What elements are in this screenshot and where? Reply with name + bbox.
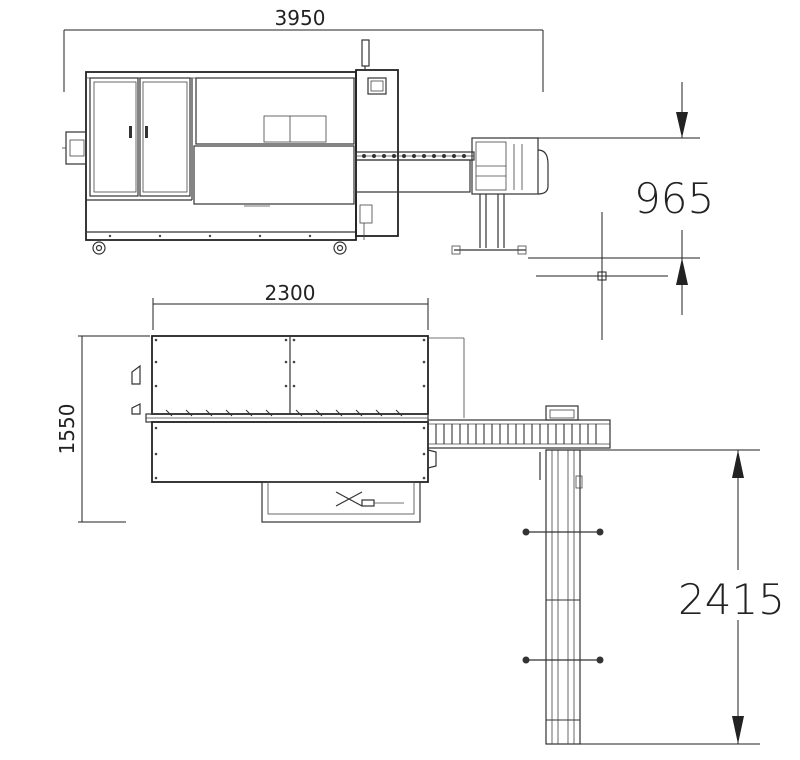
label-1550: 1550: [55, 404, 79, 455]
label-2300: 2300: [265, 281, 316, 305]
label-3950: 3950: [275, 6, 326, 30]
signal-light: [361, 39, 370, 67]
dim-overall-length: 3950: [63, 6, 544, 92]
dim-top-width: 2300: [152, 281, 429, 330]
dim-conveyor-length: 2415: [546, 449, 785, 745]
central-rail: [145, 409, 429, 423]
plan-view: 2300 1550: [55, 281, 785, 745]
drive-motor: [62, 131, 87, 165]
door-handle: [129, 126, 132, 138]
door-right: [139, 77, 191, 197]
dim-height-965: 965: [510, 82, 714, 340]
label-965: 965: [634, 174, 714, 223]
control-tower: [355, 39, 399, 240]
caster-wheels: [92, 239, 350, 255]
plan-conveyor: [427, 405, 611, 449]
vertical-conveyor: [522, 449, 604, 745]
door-handle: [145, 126, 148, 138]
front-elevation: 3950: [62, 6, 714, 340]
output-conveyor: [355, 137, 549, 255]
label-2415: 2415: [678, 575, 785, 624]
door-left: [89, 77, 139, 197]
machine-top-upper: [131, 335, 465, 418]
bottom-tray: [261, 481, 421, 523]
dim-depth: 1550: [55, 335, 150, 523]
machine-cabinet: [85, 71, 357, 241]
machine-top-lower: [151, 421, 437, 483]
